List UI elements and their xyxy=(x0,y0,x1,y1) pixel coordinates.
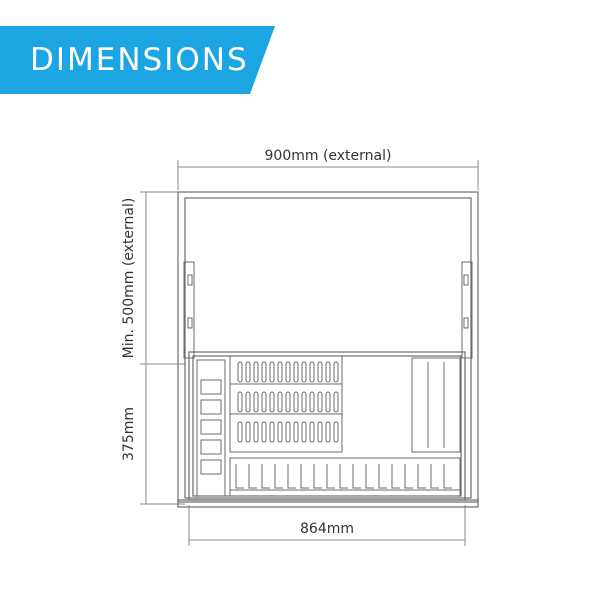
bottle-slot xyxy=(200,439,222,455)
plate-rack-slot xyxy=(317,421,323,443)
plate-rack-slot xyxy=(245,361,251,383)
bowl-rack-divider xyxy=(326,464,335,489)
plate-rack-slot xyxy=(277,421,283,443)
plate-rack-slot xyxy=(333,391,339,413)
bowl-rack-divider xyxy=(352,464,361,489)
bowl-rack xyxy=(229,457,461,497)
plate-rack-slot xyxy=(269,391,275,413)
bottle-slot xyxy=(200,459,222,475)
plate-rack-slot xyxy=(325,391,331,413)
height-min-label: Min. 500mm (external) xyxy=(121,198,137,359)
bowl-rack-divider xyxy=(235,464,244,489)
cabinet-inner xyxy=(184,197,472,499)
plate-rack-slot xyxy=(309,391,315,413)
bottle-compartment-frame xyxy=(196,359,226,497)
bowl-rack-divider xyxy=(313,464,322,489)
unit-height-label: 375mm xyxy=(121,407,137,461)
cabinet xyxy=(177,191,479,508)
bowl-rack-frame xyxy=(229,457,461,497)
plate-rack-slot xyxy=(333,361,339,383)
plate-rack-slot xyxy=(285,421,291,443)
plate-rack-slot xyxy=(261,421,267,443)
plate-rack-slot xyxy=(237,421,243,443)
utensil-holder-frame xyxy=(411,357,461,453)
plate-rack-slot xyxy=(253,421,259,443)
plate-rack-slot xyxy=(293,421,299,443)
plate-rack-slot xyxy=(325,421,331,443)
plate-rack-slot xyxy=(301,391,307,413)
bowl-rack-divider xyxy=(287,464,296,489)
plate-rack-slot xyxy=(245,421,251,443)
plate-rack-slot xyxy=(237,391,243,413)
right-bracket-bottom xyxy=(463,317,469,329)
cabinet-outer xyxy=(177,191,479,503)
plate-rack-slot xyxy=(301,421,307,443)
basket-outer xyxy=(188,351,466,501)
left-bracket-top xyxy=(187,274,193,286)
bowl-rack-divider xyxy=(274,464,283,489)
cabinet-base xyxy=(177,499,479,508)
plate-rack-slot xyxy=(277,391,283,413)
utensil-holder xyxy=(411,357,461,453)
plate-rack-slot xyxy=(245,391,251,413)
left-bracket-bottom xyxy=(187,317,193,329)
plate-rack-slot xyxy=(285,391,291,413)
plate-rack-slot xyxy=(253,361,259,383)
plate-rack-slot xyxy=(317,391,323,413)
width-external-label: 900mm (external) xyxy=(265,148,392,164)
bowl-rack-divider xyxy=(417,464,426,489)
bowl-rack-divider xyxy=(300,464,309,489)
bowl-rack-divider xyxy=(378,464,387,489)
dimensions-banner: DIMENSIONS xyxy=(0,26,275,94)
plate-rack-slot xyxy=(253,391,259,413)
plate-rack-slot xyxy=(261,391,267,413)
plate-rack-slot xyxy=(293,391,299,413)
plate-rack-slot xyxy=(333,421,339,443)
bowl-rack-divider xyxy=(404,464,413,489)
bowl-rack-divider xyxy=(261,464,270,489)
bowl-rack-divider xyxy=(339,464,348,489)
banner-title: DIMENSIONS xyxy=(30,42,249,78)
bowl-rack-divider xyxy=(443,464,452,489)
lift-mechanism xyxy=(183,261,473,359)
bottle-slot xyxy=(200,379,222,395)
plate-rack-slot xyxy=(269,361,275,383)
banner-shape xyxy=(0,26,275,94)
bowl-rack-divider xyxy=(365,464,374,489)
width-internal-label: 864mm xyxy=(300,521,354,537)
bowl-rack-divider xyxy=(391,464,400,489)
plate-rack-slot xyxy=(301,361,307,383)
plate-rack-slot xyxy=(237,361,243,383)
plate-rack-frame xyxy=(229,355,343,453)
plate-rack-slot xyxy=(317,361,323,383)
right-bracket-top xyxy=(463,274,469,286)
plate-rack-slot xyxy=(277,361,283,383)
plate-rack-slot xyxy=(285,361,291,383)
bowl-rack-divider xyxy=(430,464,439,489)
bottle-compartment xyxy=(196,359,226,497)
plate-rack xyxy=(229,355,343,453)
width-internal-dimension xyxy=(188,505,466,546)
right-lift-arm xyxy=(461,261,473,359)
width-external-dimension xyxy=(177,160,479,190)
plate-rack-slot xyxy=(261,361,267,383)
bottle-slot xyxy=(200,399,222,415)
bowl-rack-divider xyxy=(248,464,257,489)
plate-rack-slot xyxy=(269,421,275,443)
bottle-slot xyxy=(200,419,222,435)
plate-rack-slot xyxy=(309,421,315,443)
plate-rack-slot xyxy=(293,361,299,383)
plate-rack-slot xyxy=(309,361,315,383)
plate-rack-slot xyxy=(325,361,331,383)
